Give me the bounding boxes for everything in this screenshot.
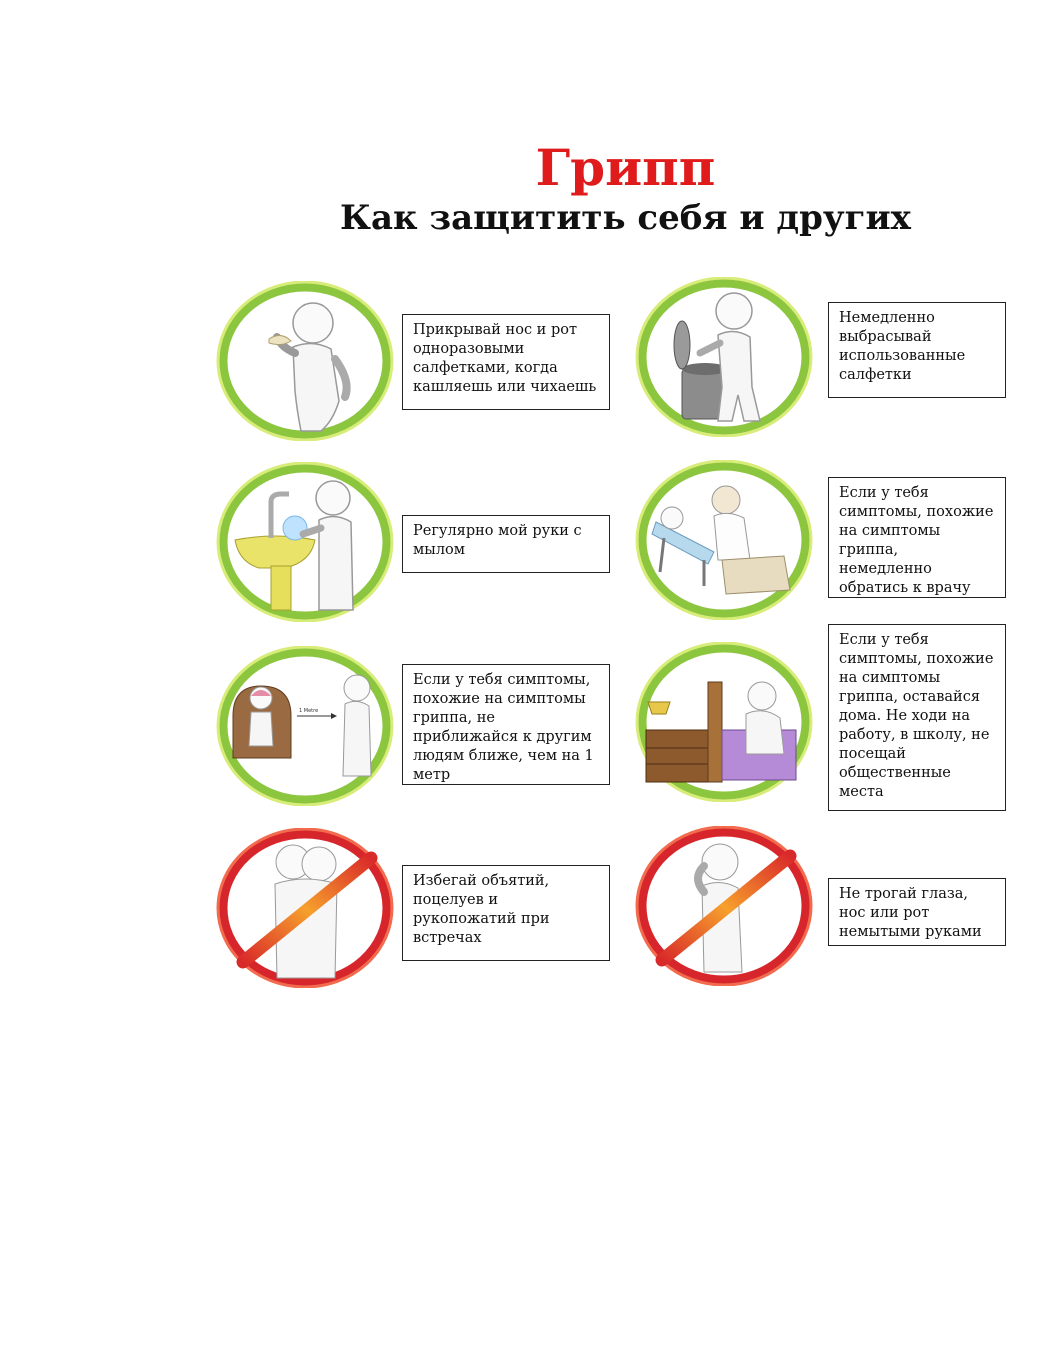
tip-box-keep-distance: Если у тебя симптомы, похожие на симптом…	[402, 664, 610, 785]
stay-home-illustration	[635, 642, 813, 802]
tip-box-throw-tissues: Немедленно выбрасывай использованные сал…	[828, 302, 1006, 398]
no-hugs-illustration	[216, 828, 394, 988]
tip-box-avoid-hugs: Избегай объятий, поцелуев и рукопожатий …	[402, 865, 610, 961]
distance-label: 1 Metre	[299, 708, 318, 714]
cover-nose-illustration	[216, 281, 394, 441]
tip-box-stay-home: Если у тебя симптомы, похожие на симптом…	[828, 624, 1006, 811]
poster-subtitle: Как защитить себя и других	[340, 198, 911, 238]
tip-box-cover-nose: Прикрывай нос и рот одноразовыми салфетк…	[402, 314, 610, 410]
tip-box-wash-hands: Регулярно мой руки с мылом	[402, 515, 610, 573]
tip-box-dont-touch-face: Не трогай глаза, нос или рот немытыми ру…	[828, 878, 1006, 946]
tip-box-see-doctor: Если у тебя симптомы, похожие на симптом…	[828, 477, 1006, 598]
keep-distance-illustration: 1 Metre	[216, 646, 394, 806]
trash-bin-illustration	[635, 277, 813, 437]
poster-title: Грипп	[535, 138, 716, 197]
no-touching-face-illustration	[635, 826, 813, 986]
doctor-visit-illustration	[635, 460, 813, 620]
hand-washing-illustration	[216, 462, 394, 622]
